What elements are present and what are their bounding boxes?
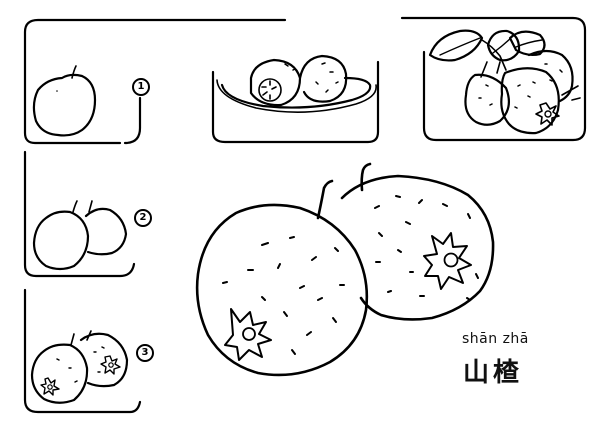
sliced-hawthorn-on-plate — [216, 54, 377, 113]
branch-scene-frame — [400, 16, 587, 142]
step-2-number-badge: 2 — [134, 209, 152, 227]
step-1-number-badge: 1 — [132, 78, 150, 96]
hanzi-caption: 山楂 — [463, 358, 524, 388]
plate-scene-frame — [211, 60, 380, 144]
pinyin-caption: shān zhā — [462, 331, 529, 347]
step-3-hawthorn-detailed — [30, 330, 129, 404]
step-2-hawthorn-outlines — [32, 200, 128, 271]
step-3-number-badge: 3 — [136, 344, 154, 362]
step-2-frame — [23, 150, 136, 278]
step-3-frame — [23, 288, 142, 414]
main-hawthorn-back — [340, 162, 495, 321]
step-1-hawthorn-outline — [32, 65, 97, 137]
main-hawthorn-front — [195, 179, 472, 377]
step-1-frame — [23, 18, 287, 145]
main-hawthorn-speckles — [222, 195, 479, 355]
hawthorn-branch-with-leaves — [428, 29, 581, 135]
